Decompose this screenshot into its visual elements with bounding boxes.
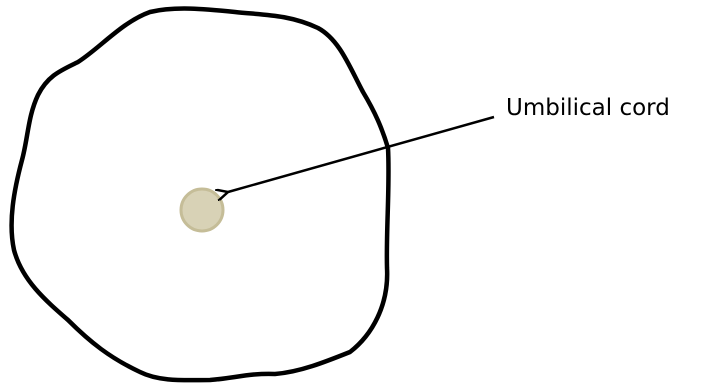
pointer-arrow (228, 117, 494, 192)
umbilical-cord-label: Umbilical cord (506, 95, 670, 121)
umbilical-cord-circle (181, 189, 223, 231)
